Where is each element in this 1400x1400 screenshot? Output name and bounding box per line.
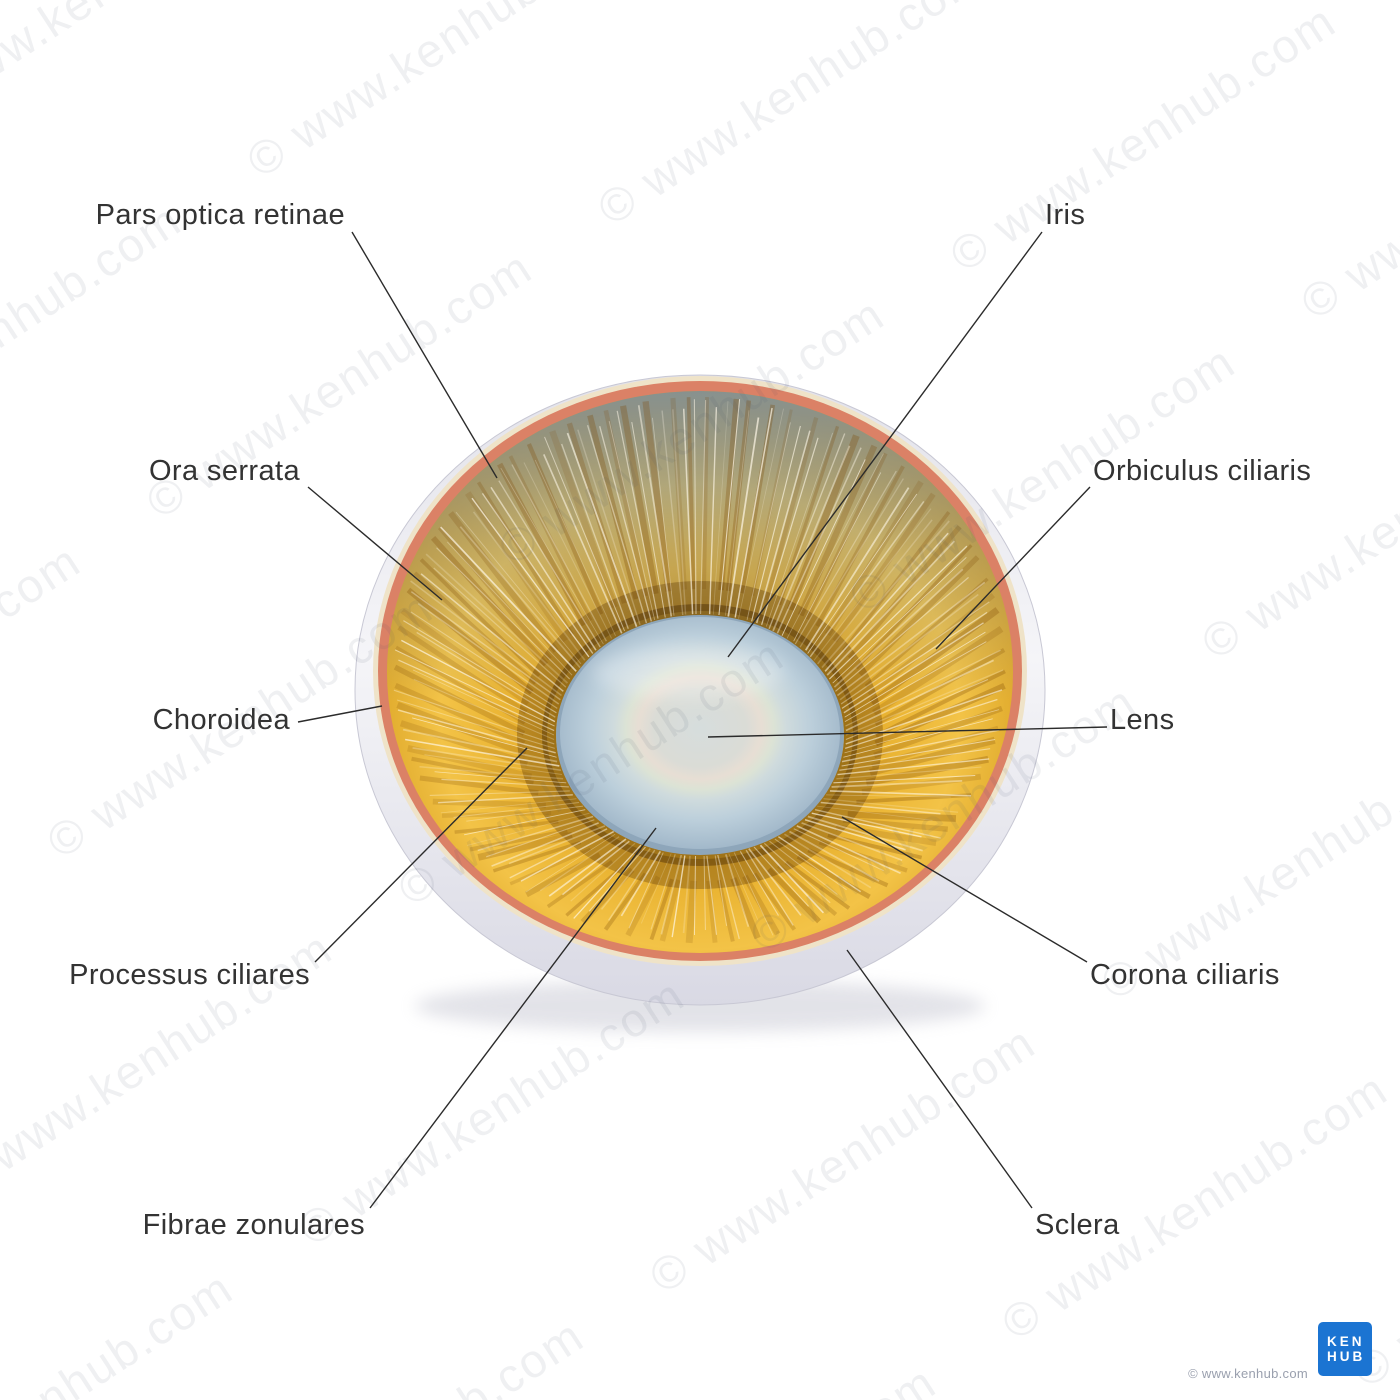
label-pars-optica-retinae: Pars optica retinae bbox=[95, 199, 345, 231]
lens-shape bbox=[556, 615, 844, 855]
kenhub-logo-text-line1: KEN bbox=[1327, 1334, 1365, 1349]
footer-copyright: © www.kenhub.com bbox=[1188, 1366, 1308, 1381]
label-sclera: Sclera bbox=[1035, 1209, 1120, 1241]
label-fibrae-zonulares: Fibrae zonulares bbox=[142, 1209, 365, 1241]
label-orbiculus-ciliaris: Orbiculus ciliaris bbox=[1093, 455, 1312, 487]
kenhub-logo-text-line2: HUB bbox=[1327, 1349, 1366, 1364]
label-ora-serrata: Ora serrata bbox=[148, 455, 300, 487]
label-corona-ciliaris: Corona ciliaris bbox=[1090, 959, 1280, 991]
label-iris: Iris bbox=[1045, 199, 1086, 231]
kenhub-logo: KEN HUB bbox=[1318, 1322, 1372, 1376]
label-processus-ciliares: Processus ciliares bbox=[69, 959, 310, 991]
label-lens: Lens bbox=[1110, 704, 1175, 736]
label-choroidea: Choroidea bbox=[152, 704, 290, 736]
